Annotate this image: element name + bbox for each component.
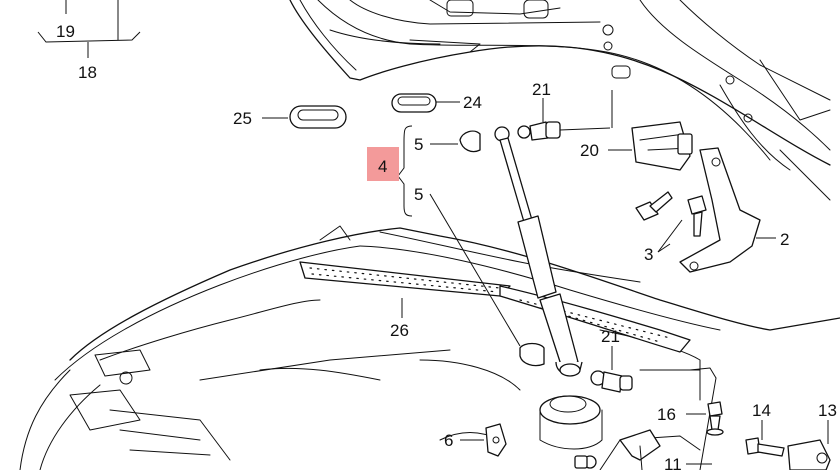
clip-5-bottom (519, 342, 545, 367)
callout-13: 13 (818, 401, 837, 420)
bolt-16 (706, 401, 724, 436)
callout-19: 19 (56, 22, 75, 41)
latch-13 (787, 439, 831, 470)
ball-stud-21-top (517, 121, 561, 141)
callout-5-top: 5 (414, 135, 423, 154)
highlight-box-4 (367, 147, 399, 181)
callout-5-bottom: 5 (414, 185, 423, 204)
bolt-3-left (635, 191, 673, 221)
bolt-14 (745, 437, 785, 457)
hinge-bracket-2 (679, 147, 761, 273)
stud-lower (574, 455, 597, 469)
callout-4: 4 (378, 157, 387, 176)
callout-25: 25 (233, 109, 252, 128)
callout-21-top: 21 (532, 80, 551, 99)
callout-11: 11 (664, 455, 682, 470)
callout-labels: 19 18 25 24 21 20 5 4 5 3 2 26 21 16 14 … (56, 22, 837, 470)
callout-21-bottom: 21 (601, 327, 620, 346)
callout-18: 18 (78, 63, 97, 82)
callout-2: 2 (780, 230, 789, 249)
holder-6 (485, 423, 507, 457)
plug-25 (289, 105, 347, 129)
callout-14: 14 (752, 401, 771, 420)
hood-outline (289, 0, 831, 201)
plug-24 (391, 93, 437, 113)
clip-5-top (459, 130, 481, 153)
callout-6: 6 (444, 431, 453, 450)
callout-3: 3 (644, 245, 653, 264)
callout-26: 26 (390, 321, 409, 340)
clip-bracket-lower (619, 429, 661, 470)
gas-strut (494, 126, 583, 377)
latch-20 (631, 121, 693, 171)
bolt-3-right (687, 195, 707, 237)
vehicle-body-outline (19, 225, 840, 470)
callout-16: 16 (657, 405, 676, 424)
ball-stud-21-bottom (590, 370, 633, 393)
seal-strip-26 (299, 261, 691, 353)
callout-24: 24 (463, 93, 482, 112)
leader-lines (37, 0, 829, 465)
callout-20: 20 (580, 141, 599, 160)
